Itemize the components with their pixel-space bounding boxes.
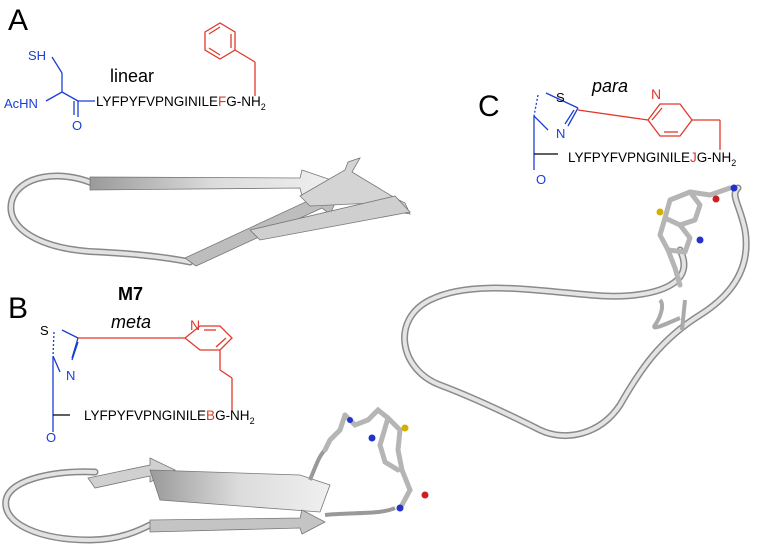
panel-c: C para S N O N LYFPYFVPNGINILEJG-NH2 xyxy=(401,76,750,440)
panel-c-o-label: O xyxy=(536,172,546,187)
panel-a-cysteine xyxy=(45,56,95,117)
panel-b-o-label: O xyxy=(46,430,56,445)
panel-b-s-label: S xyxy=(40,323,49,338)
panel-a-letter: A xyxy=(8,4,28,37)
panel-b-letter: B xyxy=(8,292,28,325)
panel-c-thiazoline xyxy=(533,92,579,170)
panel-a-label: linear xyxy=(110,66,154,86)
panel-b: B M7 meta S N O N LYFPYFVPN xyxy=(2,284,429,544)
svg-text:LYFPYFVPNGINILEFG-NH2: LYFPYFVPNGINILEFG-NH2 xyxy=(96,94,266,112)
panel-b-ribbon xyxy=(2,406,429,544)
panel-a: A SH AcHN O linear LYFPYFVPNGINILEFG-NH xyxy=(4,4,411,267)
panel-c-sequence: LYFPYFVPNGINILEJG-NH2 xyxy=(568,150,736,168)
panel-c-n-pyr-label: N xyxy=(651,86,661,102)
panel-a-achn-label: AcHN xyxy=(4,96,38,111)
panel-b-name: M7 xyxy=(118,284,143,304)
panel-a-o-label: O xyxy=(72,118,82,133)
svg-text:LYFPYFVPNGINILEJG-NH2: LYFPYFVPNGINILEJG-NH2 xyxy=(568,150,736,168)
panel-c-ribbon xyxy=(401,184,750,440)
panel-b-thiazoline xyxy=(52,329,79,432)
panel-c-label: para xyxy=(591,76,628,96)
panel-a-benzene xyxy=(204,22,256,96)
panel-c-n-ring-label: N xyxy=(556,126,565,141)
panel-c-letter: C xyxy=(478,90,500,123)
svg-text:LYFPYFVPNGINILEBG-NH2: LYFPYFVPNGINILEBG-NH2 xyxy=(84,408,255,426)
panel-a-sequence: LYFPYFVPNGINILEFG-NH2 xyxy=(96,94,266,112)
panel-b-n-pyr-label: N xyxy=(190,317,200,333)
panel-c-linker xyxy=(577,103,721,150)
panel-b-sequence: LYFPYFVPNGINILEBG-NH2 xyxy=(84,408,255,426)
panel-b-linker xyxy=(78,325,233,412)
panel-b-label: meta xyxy=(111,312,151,332)
panel-c-s-label: S xyxy=(556,90,565,105)
panel-b-n-ring-label: N xyxy=(66,368,75,383)
panel-a-ribbon xyxy=(7,157,411,267)
panel-a-sh-label: SH xyxy=(28,48,46,63)
